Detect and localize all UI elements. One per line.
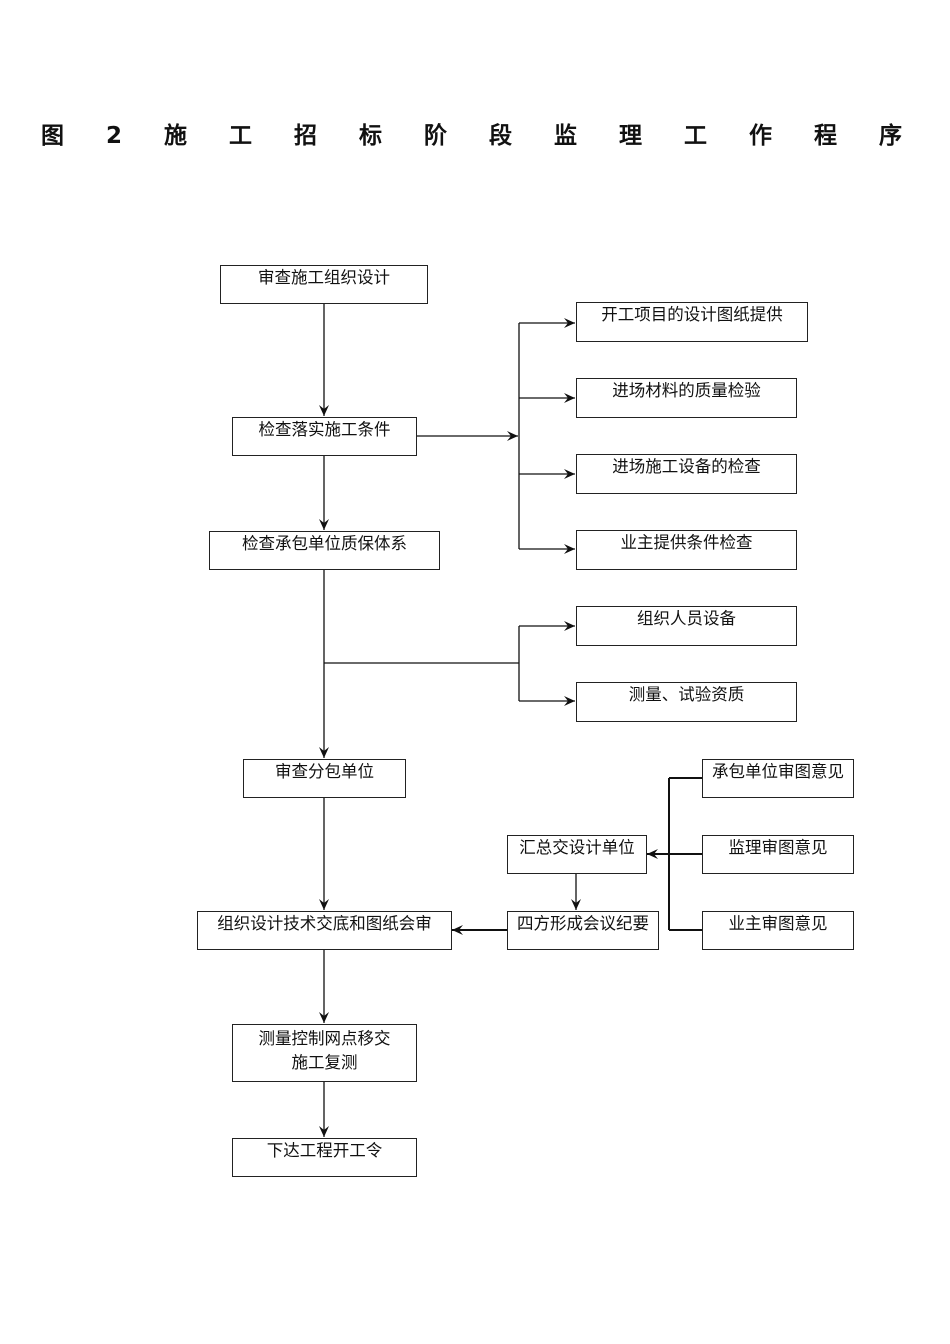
- condition-drawings: 开工项目的设计图纸提供: [576, 302, 808, 342]
- step-check-conditions: 检查落实施工条件: [232, 417, 417, 456]
- summary-box: 汇总交设计单位: [507, 835, 647, 874]
- diagram-title: 图 2 施 工 招 标 阶 段 监 理 工 作 程 序: [40, 123, 920, 149]
- step-check-qa-system: 检查承包单位质保体系: [209, 531, 440, 570]
- step-review-construction-plan: 审查施工组织设计: [220, 265, 428, 304]
- condition-equipment: 进场施工设备的检查: [576, 454, 797, 494]
- step-survey-handover: 测量控制网点移交 施工复测: [232, 1024, 417, 1082]
- step-start-order: 下达工程开工令: [232, 1138, 417, 1177]
- opinion-contractor: 承包单位审图意见: [702, 759, 854, 798]
- step-survey-line1: 测量控制网点移交: [258, 1029, 391, 1048]
- opinion-owner: 业主审图意见: [702, 911, 854, 950]
- condition-owner: 业主提供条件检查: [576, 530, 797, 570]
- step-review-subcontractor: 审查分包单位: [243, 759, 406, 798]
- qa-personnel: 组织人员设备: [576, 606, 797, 646]
- step-design-disclosure: 组织设计技术交底和图纸会审: [197, 911, 452, 950]
- condition-materials: 进场材料的质量检验: [576, 378, 797, 418]
- step-survey-line2: 施工复测: [291, 1053, 358, 1072]
- opinion-supervisor: 监理审图意见: [702, 835, 854, 874]
- minutes-box: 四方形成会议纪要: [507, 911, 659, 950]
- qa-qualification: 测量、试验资质: [576, 682, 797, 722]
